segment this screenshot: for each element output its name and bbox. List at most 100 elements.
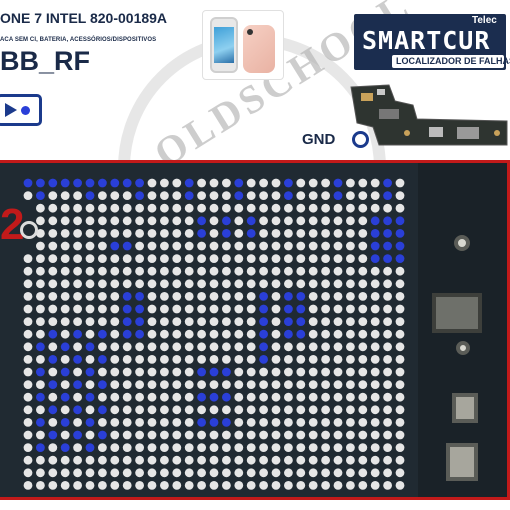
pad [321,367,330,377]
pad [222,191,231,200]
pad [98,216,107,226]
pad [209,279,219,289]
pad [395,355,405,364]
highlighted-pad [36,443,45,452]
pad [358,392,368,402]
pad [135,418,145,427]
pad [346,203,355,213]
pad [308,367,318,377]
highlighted-pad [370,216,380,226]
pad [48,342,58,352]
pad [60,254,70,263]
pad [135,455,145,465]
pad [110,229,120,238]
highlighted-pad [36,178,45,188]
pad [271,443,281,452]
highlighted-pad [395,241,405,251]
pad [370,279,380,289]
pad [259,191,268,200]
pad [110,367,120,377]
header-panel: OLDSCHOOL ONE 7 INTEL 820-00189A ACA SEM… [0,0,510,302]
pad [271,191,281,200]
pad [160,254,169,263]
pad [296,380,306,389]
pad [246,266,256,276]
pad [60,329,70,339]
pad [122,392,132,402]
pad [271,266,281,276]
bga-pad-grid [23,178,405,490]
pad [284,468,293,478]
highlighted-pad [197,229,207,238]
highlighted-pad [98,178,107,188]
pad [184,481,194,490]
pad [383,342,392,352]
pad [370,367,380,377]
pad [346,266,355,276]
pad [321,279,330,289]
highlighted-pad [60,418,70,427]
pad [259,367,268,377]
highlighted-pad [23,178,33,188]
pad [172,418,182,427]
pad [98,317,107,326]
highlighted-pad [383,241,392,251]
pad [60,481,70,490]
pad [234,405,244,415]
pad [284,355,293,364]
pad [85,380,95,389]
pad [209,430,219,440]
highlighted-pad [259,304,268,314]
pad [172,455,182,465]
pad [197,430,207,440]
pad [184,430,194,440]
highlighted-pad [36,418,45,427]
highlighted-pad [135,329,145,339]
pad [160,455,169,465]
pad [321,191,330,200]
highlighted-pad [73,380,82,389]
pad [321,266,330,276]
model-title: ONE 7 INTEL 820-00189A [0,10,168,26]
pad [60,216,70,226]
pad [246,418,256,427]
pad [197,455,207,465]
pad [296,468,306,478]
pad [346,455,355,465]
arrow-right-icon [5,103,17,117]
pad [209,329,219,339]
pad [234,317,244,326]
pad [321,342,330,352]
highlighted-pad [222,392,231,402]
pad [48,292,58,301]
pad [308,178,318,188]
pad [209,229,219,238]
pad [48,254,58,263]
pad [184,405,194,415]
pad [246,279,256,289]
pad [160,279,169,289]
pad [358,380,368,389]
pad [184,241,194,251]
pad [23,468,33,478]
pad [222,430,231,440]
pad [23,481,33,490]
pad [209,241,219,251]
pad [172,241,182,251]
pad [284,380,293,389]
pad [135,355,145,364]
pad [296,279,306,289]
board-thumbnail [350,84,508,146]
pad [395,367,405,377]
pad [36,279,45,289]
pad [209,254,219,263]
highlighted-pad [222,367,231,377]
pad [358,455,368,465]
pad [110,418,120,427]
pad [234,430,244,440]
pad [395,178,405,188]
pad [308,355,318,364]
pad [147,203,157,213]
pad [234,418,244,427]
highlighted-pad [246,216,256,226]
